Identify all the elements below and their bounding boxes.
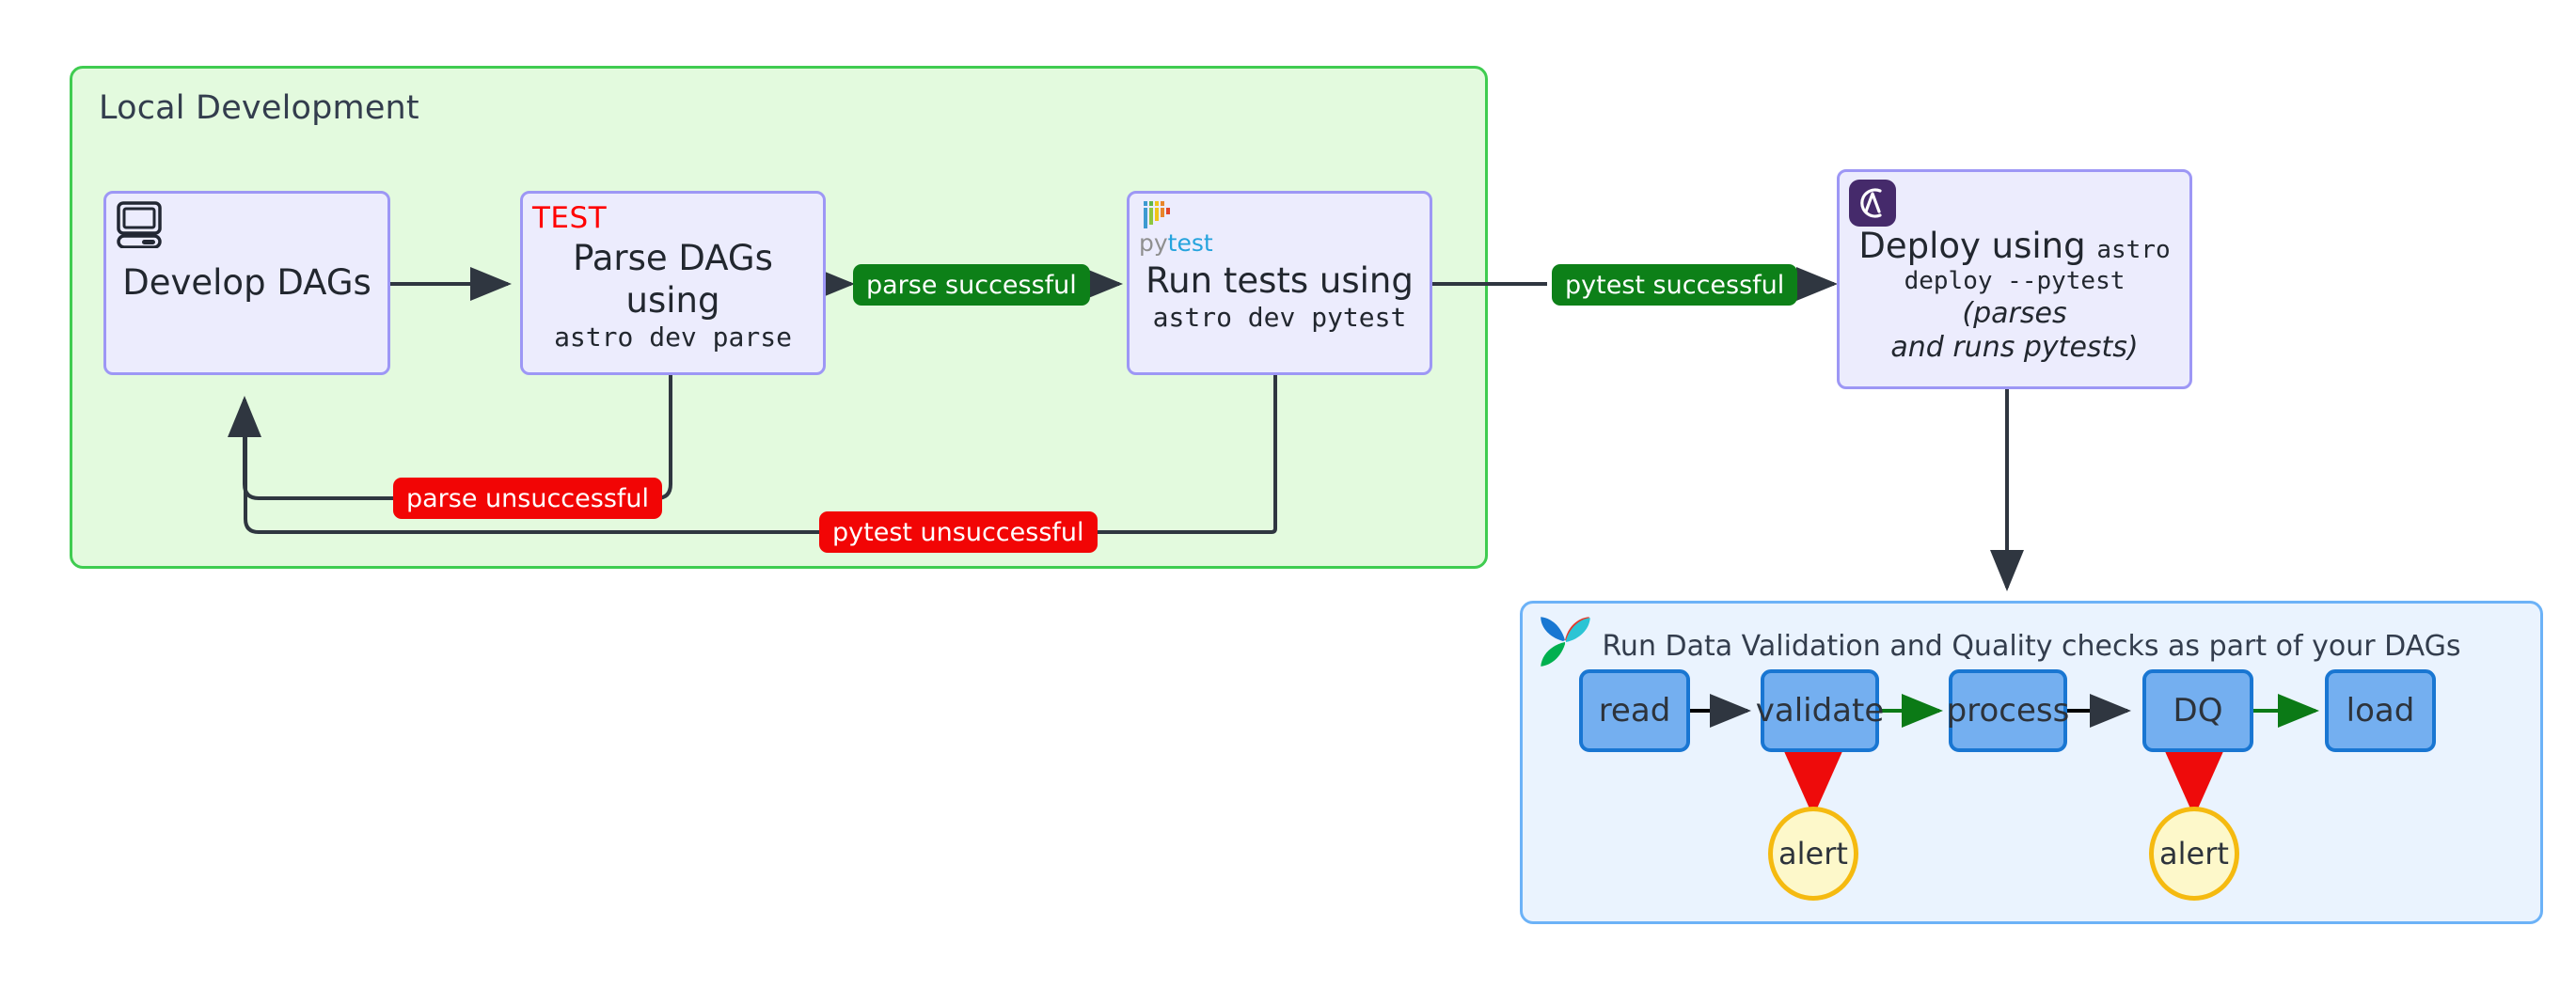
- astronomer-logo-icon: [1849, 180, 1896, 227]
- node-run-tests[interactable]: pytest Run tests using astro dev pytest: [1127, 191, 1432, 375]
- node-deploy-line3: and runs pytests): [1890, 331, 2139, 365]
- task-label-read: read: [1598, 692, 1671, 730]
- airflow-pinwheel-icon: [1541, 617, 1590, 667]
- node-deploy-cmd-deploy: deploy --pytest: [1904, 267, 2126, 296]
- task-label-process: process: [1946, 692, 2070, 730]
- edge-label-parse-unsuccessful: parse unsuccessful: [393, 478, 663, 519]
- test-tag-badge: TEST: [532, 201, 608, 235]
- desktop-computer-icon: [116, 201, 166, 248]
- node-parse-dags[interactable]: TEST Parse DAGs using astro dev parse: [520, 191, 826, 375]
- task-node-validate[interactable]: validate: [1756, 669, 1884, 752]
- task-node-read[interactable]: read: [1579, 669, 1690, 752]
- airflow-dag-subgraph: Run Data Validation and Quality checks a…: [1520, 601, 2543, 924]
- node-parse-label-line1: Parse DAGs using: [573, 237, 773, 321]
- alert-node-dq[interactable]: alert: [2149, 807, 2239, 901]
- node-deploy-cmd-astro: astro: [2096, 235, 2171, 264]
- alert-label-dq: alert: [2159, 836, 2229, 871]
- node-develop-label: Develop DAGs: [122, 262, 371, 304]
- task-node-process[interactable]: process: [1946, 669, 2070, 752]
- task-label-validate: validate: [1755, 692, 1885, 730]
- alert-node-validate[interactable]: alert: [1768, 807, 1858, 901]
- node-develop-dags[interactable]: Develop DAGs: [103, 191, 390, 375]
- task-node-dq[interactable]: DQ: [2142, 669, 2253, 752]
- node-deploy-line1: Deploy using astro: [1858, 225, 2171, 266]
- pytest-logo-icon: pytest: [1139, 199, 1213, 257]
- edge-label-pytest-successful: pytest successful: [1552, 264, 1798, 306]
- node-deploy[interactable]: Deploy using astro deploy --pytest (pars…: [1837, 169, 2192, 389]
- airflow-subgraph-title: Run Data Validation and Quality checks a…: [1602, 630, 2461, 663]
- task-label-load: load: [2346, 692, 2415, 730]
- node-deploy-note-open: (parses: [1962, 296, 2067, 330]
- task-label-dq: DQ: [2173, 692, 2223, 730]
- node-pytest-label-line1: Run tests using: [1146, 260, 1414, 302]
- edge-label-parse-successful: parse successful: [853, 264, 1090, 306]
- node-deploy-line2: deploy --pytest (parses: [1840, 267, 2189, 331]
- edge-label-pytest-unsuccessful: pytest unsuccessful: [819, 511, 1098, 553]
- task-node-load[interactable]: load: [2325, 669, 2436, 752]
- alert-label-validate: alert: [1778, 836, 1848, 871]
- node-parse-label-line2: astro dev parse: [554, 322, 792, 353]
- local-development-title: Local Development: [99, 89, 419, 127]
- pytest-word-py: py: [1139, 229, 1168, 257]
- pytest-word-test: test: [1167, 229, 1213, 257]
- node-pytest-label-line2: astro dev pytest: [1152, 302, 1407, 334]
